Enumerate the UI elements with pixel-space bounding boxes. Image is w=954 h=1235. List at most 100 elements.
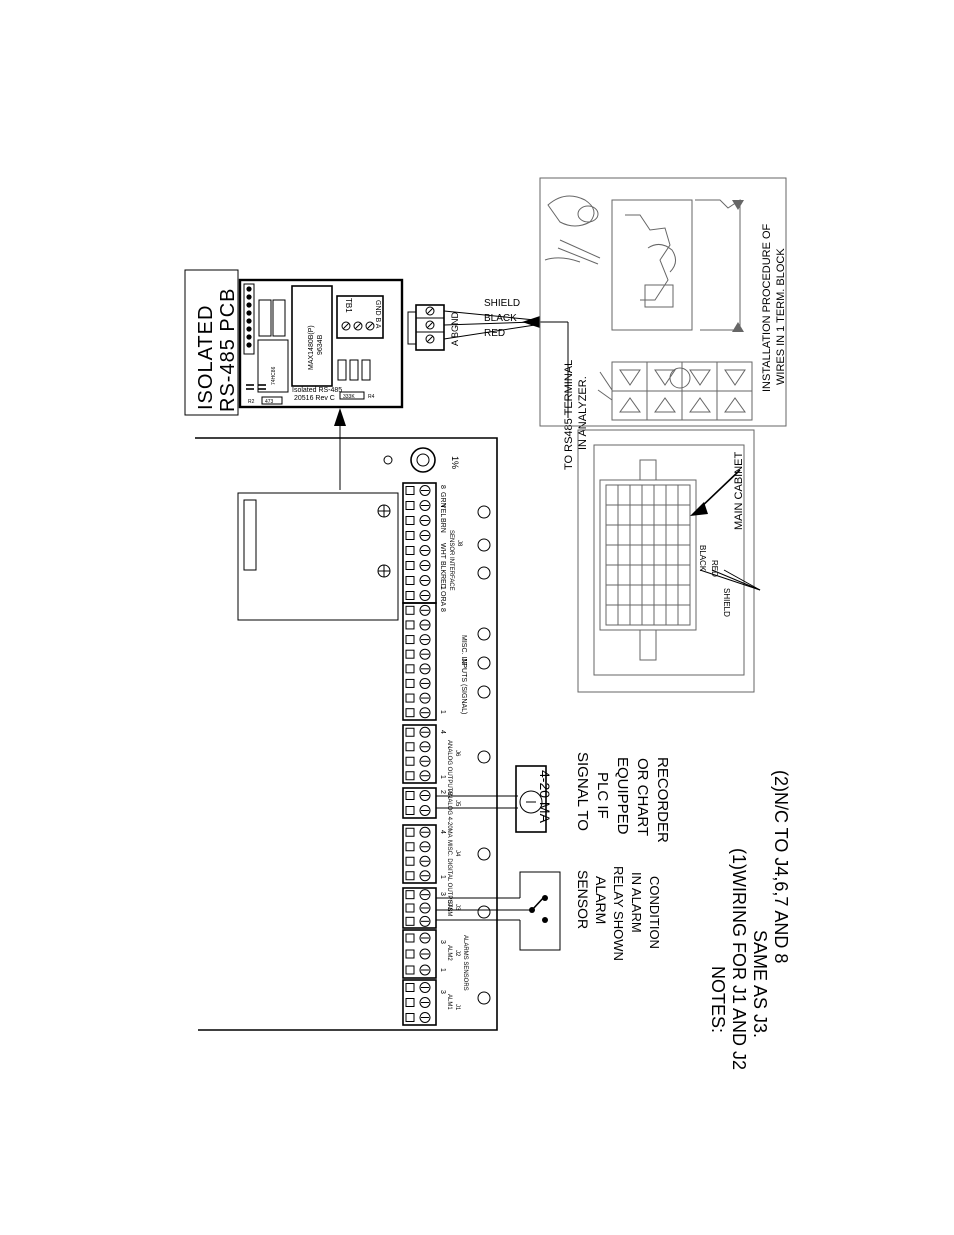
terminal-wire-entry bbox=[405, 501, 415, 510]
j7-sub: J7 bbox=[460, 658, 467, 666]
terminal-wire-entry bbox=[405, 998, 415, 1007]
alarm-note: SENSOR ALARM RELAY SHOWN IN ALARM CONDIT… bbox=[575, 866, 662, 961]
notes-block: NOTES: (1)WIRING FOR J1 AND J2 SAME AS J… bbox=[708, 770, 791, 1070]
board-pct-label: 1% bbox=[450, 456, 460, 469]
terminal-wire-entry bbox=[405, 742, 415, 752]
alarms-sensors-label: ALARMS SENSORS bbox=[462, 935, 468, 991]
connector-j4: 4 1 MISC. DIGITAL OUTPUTS J4 bbox=[402, 824, 460, 911]
pcb-r4-label: R4 bbox=[368, 394, 375, 400]
connector-j2: 3 1 ALM2 J2 bbox=[402, 929, 460, 979]
terminal-wire-entry bbox=[405, 756, 415, 766]
j8-pin-ora: ORA bbox=[439, 591, 446, 607]
terminal-wire-entry bbox=[405, 531, 415, 540]
terminal-wire-entry bbox=[405, 983, 415, 992]
j8-n1: 1 bbox=[439, 586, 446, 590]
board-mounting-hole bbox=[477, 685, 491, 699]
connector-j6: 4 1 ANALOG OUTPUTS J6 bbox=[402, 724, 460, 795]
board-mounting-hole bbox=[477, 627, 491, 641]
j7-n1: 1 bbox=[439, 710, 446, 714]
rs485-wires: SHIELD BLACK RED TO RS485 TERMINAL IN AN… bbox=[443, 298, 589, 470]
connector-j5: 2 ANALOG 4-20MA J5 bbox=[402, 787, 460, 838]
terminal-wire-entry bbox=[405, 791, 415, 800]
j8-pin-red: RED bbox=[439, 574, 446, 589]
signal-note-line4: OR CHART bbox=[634, 758, 651, 836]
terminal-wire-entry bbox=[405, 806, 415, 815]
board-mounting-hole bbox=[477, 566, 491, 580]
wire-label-black: BLACK bbox=[484, 313, 517, 324]
pcb-board-rev: 20516 Rev C bbox=[294, 395, 335, 402]
terminal-wire-entry bbox=[405, 871, 415, 881]
current-meter: 4-20 MA bbox=[436, 765, 553, 833]
board-mounting-hole bbox=[477, 505, 491, 519]
board-mounting-hole bbox=[477, 991, 491, 1005]
wire-label-red: RED bbox=[484, 328, 505, 339]
terminal-wire-entry bbox=[405, 693, 415, 703]
terminal-wire-entry bbox=[405, 516, 415, 525]
alarm-note-line4: IN ALARM bbox=[629, 872, 644, 933]
terminal-wire-entry bbox=[405, 856, 415, 866]
pcb-connection-arrow bbox=[334, 408, 346, 490]
pcb-capacitors bbox=[246, 384, 266, 390]
terminal-wire-entry bbox=[405, 605, 415, 615]
cabinet-wire-red: RED bbox=[710, 560, 719, 577]
alarm-note-line1: SENSOR bbox=[575, 870, 591, 929]
alarm-note-line3: RELAY SHOWN bbox=[611, 866, 626, 961]
j3-label: SALM bbox=[446, 900, 452, 916]
pcb-title-line2: RS-485 PCB bbox=[217, 288, 239, 413]
pcb-chip-label: MAX1480B(P) bbox=[308, 325, 315, 370]
install-line1: INSTALLATION PROCEDURE OF bbox=[761, 223, 773, 392]
rs485-terminal-connector: A BGND bbox=[407, 304, 460, 351]
notes-line3: (2)N/C TO J4,6,7 AND 8 bbox=[771, 770, 791, 963]
j4-label: MISC. DIGITAL OUTPUTS bbox=[446, 840, 452, 911]
j1-n3: 3 bbox=[439, 990, 446, 994]
j2-n1: 1 bbox=[439, 968, 446, 972]
notes-header: NOTES: bbox=[708, 966, 728, 1033]
pcb-title-line1: ISOLATED bbox=[195, 305, 217, 410]
j8-pin-wht: WHT bbox=[439, 543, 446, 560]
j2-label: ALM2 bbox=[446, 945, 452, 961]
j3-n3: 3 bbox=[439, 892, 446, 896]
notes-line2: SAME AS J3. bbox=[750, 930, 770, 1038]
terminal-wire-entry bbox=[405, 649, 415, 659]
pcb-r-val2: 333K bbox=[343, 394, 355, 400]
connector-j8: 8 GRN YEL BRN WHT BLK RED 1 ORA SENSOR I… bbox=[402, 482, 462, 607]
cabinet-wire-shield: SHIELD bbox=[722, 588, 731, 617]
pcb-board-name: Isolated RS-485 bbox=[292, 387, 342, 394]
signal-note: SIGNAL TO PLC IF EQUIPPED OR CHART RECOR… bbox=[574, 752, 671, 843]
cabinet-label: MAIN CABINET bbox=[733, 451, 745, 530]
j1-label: ALM1 bbox=[446, 994, 452, 1010]
terminal-wire-entry bbox=[405, 949, 415, 959]
j6-sub: J6 bbox=[454, 750, 460, 757]
meter-label: 4-20 MA bbox=[537, 770, 553, 824]
terminal-wire-entry bbox=[405, 933, 415, 943]
terminal-wire-entry bbox=[405, 635, 415, 645]
j5-n2: 2 bbox=[439, 790, 446, 794]
j8-pin-brn: BRN bbox=[439, 518, 446, 533]
signal-note-line1: SIGNAL TO bbox=[574, 752, 591, 831]
to-rs485-line1: TO RS485 TERMINAL bbox=[563, 360, 575, 470]
terminal-wire-entry bbox=[405, 771, 415, 781]
j5-sub: J5 bbox=[454, 800, 460, 807]
j8-label: SENSOR INTERFACE bbox=[448, 530, 454, 591]
terminal-wire-entry bbox=[405, 576, 415, 585]
j5-label: ANALOG 4-20MA bbox=[446, 790, 452, 838]
j1-sub: J1 bbox=[454, 1004, 460, 1011]
terminal-wire-entry bbox=[405, 827, 415, 837]
alarm-note-line5: CONDITION bbox=[647, 876, 662, 949]
board-mounting-hole bbox=[477, 750, 491, 764]
board-mounting-hole bbox=[477, 538, 491, 552]
j2-n3: 3 bbox=[439, 940, 446, 944]
terminal-wire-entry bbox=[405, 916, 415, 926]
j2-sub: J2 bbox=[454, 950, 460, 957]
j8-pin-yel: YEL bbox=[439, 504, 446, 517]
j8-pin-grn: GRN bbox=[439, 492, 446, 508]
rs485-pcb: 74HC86 MAX1480B(P) 9634B TB1 GND B A R2 … bbox=[238, 278, 404, 409]
j7-n8: 8 bbox=[439, 608, 446, 612]
terminal-wire-entry bbox=[405, 664, 415, 674]
pcb-header-pins bbox=[243, 283, 255, 355]
j6-n4: 4 bbox=[439, 730, 446, 734]
wire-label-shield: SHIELD bbox=[484, 298, 520, 309]
alarm-note-line2: ALARM bbox=[593, 876, 609, 924]
terminal-wire-entry bbox=[405, 965, 415, 975]
